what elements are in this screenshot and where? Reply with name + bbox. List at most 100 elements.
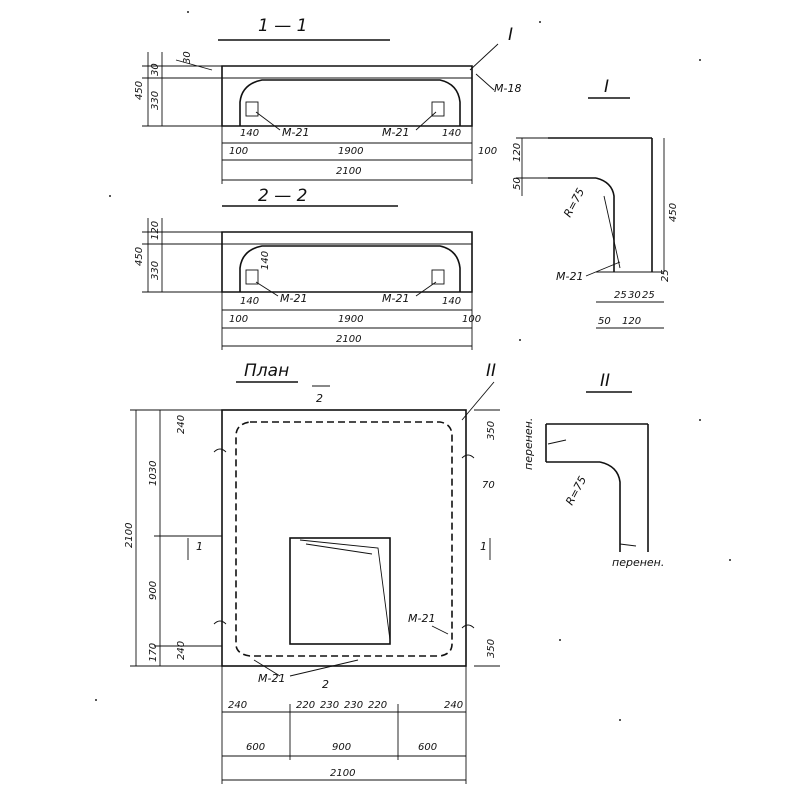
dim-post-right: 140 <box>442 128 461 139</box>
plan-m21-right: M-21 <box>408 612 435 625</box>
section-1-1-title: 1 — 1 <box>258 16 307 36</box>
detail-radius-curve <box>595 177 615 272</box>
plan-m21-bottom: M-21 <box>258 672 285 685</box>
leader <box>585 261 621 277</box>
dim-b-230b: 230 <box>344 700 363 711</box>
dim-w-left: 100 <box>229 314 248 325</box>
detail-II-title: II <box>600 371 610 391</box>
dim-120: 120 <box>512 143 523 162</box>
dim-left-bot: 170 <box>148 643 159 662</box>
detail-II-note-bottom: перенен. <box>612 556 664 569</box>
detail-II: II перенен. R=75 перенен. <box>522 371 664 569</box>
leader <box>289 659 359 677</box>
leader <box>255 281 279 297</box>
dim-left-mid: 900 <box>148 581 159 600</box>
dim-w-right: 100 <box>462 314 481 325</box>
speck <box>187 11 189 13</box>
dim-b-600b: 600 <box>418 742 437 753</box>
leader <box>175 59 213 71</box>
dim-w-mid: 1900 <box>338 146 363 157</box>
detail-II-radius: R=75 <box>563 474 589 507</box>
dim-b-230a: 230 <box>320 700 339 711</box>
post-right <box>431 269 445 285</box>
speck <box>559 639 561 641</box>
lifting-loop <box>213 448 227 453</box>
dim-120b: 120 <box>622 316 641 327</box>
opening-hatch-line <box>305 543 373 555</box>
plan-ref-II: II <box>486 361 496 381</box>
dim-w-mid: 1900 <box>338 314 363 325</box>
lifting-loop <box>461 624 475 629</box>
detail-I-title: I <box>604 77 609 97</box>
leader <box>255 111 281 131</box>
opening-hatch-line <box>299 539 391 641</box>
section-2-2: 2 — 2 450 330 120 140 140 140 100 100 19… <box>134 186 481 350</box>
section-2-marker-top: 2 <box>316 392 323 405</box>
speck <box>699 59 701 61</box>
lifting-loop <box>213 620 227 625</box>
section-1-marker-right: 1 <box>480 540 487 553</box>
dim-50: 50 <box>512 177 523 190</box>
post-left <box>245 101 259 117</box>
dim-post-left: 140 <box>240 296 259 307</box>
leader <box>253 659 281 677</box>
dim-left-top: 1030 <box>148 461 159 486</box>
dim-left-total: 2100 <box>124 523 135 548</box>
break-mark <box>547 439 567 445</box>
dim-w-total: 2100 <box>336 334 361 345</box>
label-m21-left: M-21 <box>282 126 309 139</box>
break-mark <box>619 543 637 547</box>
dim-corner-top: 240 <box>176 415 187 434</box>
dim-b-total: 2100 <box>330 768 355 779</box>
dim-h-top-small: 30 <box>182 51 193 64</box>
speck <box>729 559 731 561</box>
dim-b-600a: 600 <box>246 742 265 753</box>
dim-corner-bot: 240 <box>176 641 187 660</box>
section-1-1: 1 — 1 450 330 30 30 140 140 100 100 1900… <box>134 16 521 184</box>
dim-post-right: 140 <box>442 296 461 307</box>
label-m21-left: M-21 <box>280 292 307 305</box>
label-m21-right: M-21 <box>382 126 409 139</box>
dim-30: 30 <box>628 290 641 301</box>
section-2-marker-bottom: 2 <box>322 678 329 691</box>
ref-I: I <box>508 25 513 45</box>
section-1-marker-left: 1 <box>196 540 203 553</box>
speck <box>95 699 97 701</box>
detail-I: I 120 50 450 R=75 M-21 25 30 25 25 50 12… <box>512 77 679 329</box>
leader <box>475 73 495 91</box>
dim-450: 450 <box>668 203 679 222</box>
speck <box>109 195 111 197</box>
detail-II-note-top: перенен. <box>522 418 535 470</box>
plan-title: План <box>244 361 289 381</box>
dim-b-240b: 240 <box>444 700 463 711</box>
leader <box>469 43 499 71</box>
leader <box>415 281 437 297</box>
dim-w-right: 100 <box>478 146 497 157</box>
dim-post-left: 140 <box>240 128 259 139</box>
dim-b-900: 900 <box>332 742 351 753</box>
section-2-2-title: 2 — 2 <box>258 186 307 206</box>
dim-h-body: 330 <box>150 261 161 280</box>
dim-h-top: 120 <box>150 221 161 240</box>
dim-b-220b: 220 <box>368 700 387 711</box>
plan-slab-outline <box>221 409 467 667</box>
plan-hidden-beam <box>235 421 453 657</box>
dim-25c: 25 <box>660 269 671 282</box>
dim-w-total: 2100 <box>336 166 361 177</box>
lifting-loop <box>461 454 475 459</box>
dim-25b: 25 <box>642 290 655 301</box>
dim-h-top: 30 <box>150 63 161 76</box>
speck <box>619 719 621 721</box>
dim-right-bot: 350 <box>486 639 497 658</box>
dim-h-total: 450 <box>134 247 145 266</box>
label-m21-right: M-21 <box>382 292 409 305</box>
dim-b-240a: 240 <box>228 700 247 711</box>
dim-w-left: 100 <box>229 146 248 157</box>
leader <box>431 625 449 635</box>
plan-hatch-opening <box>289 537 391 645</box>
detail-rebar <box>603 195 621 269</box>
scan-noise <box>95 11 731 721</box>
detail-I-radius: R=75 <box>561 186 587 219</box>
dim-h-total: 450 <box>134 81 145 100</box>
